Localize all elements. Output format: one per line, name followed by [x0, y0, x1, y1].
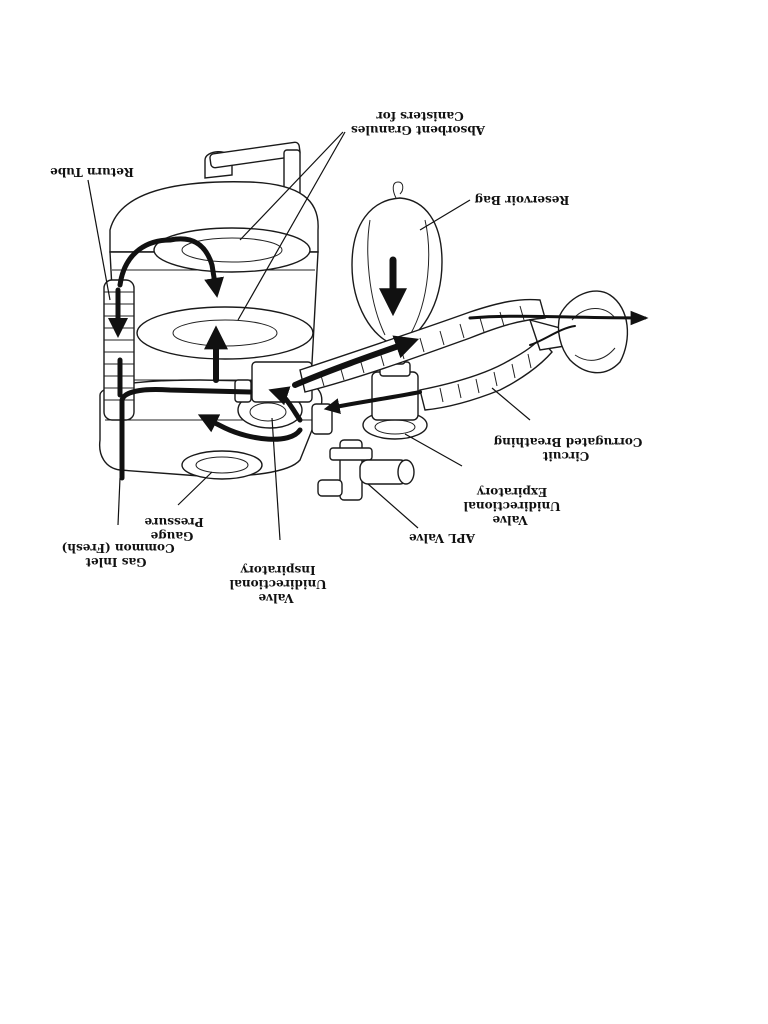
flow-arrow-fresh-gas-inlet [119, 387, 253, 481]
pressure-gauge [181, 450, 263, 480]
label-return-tube: Return Tube [50, 165, 134, 179]
label-expiratory-valve: Expiratory Unidirectional Valve [459, 485, 560, 527]
diagram-labels: Canisters for Absorbent Granules Return … [50, 109, 643, 605]
flow-arrow-base-loop [197, 414, 303, 442]
corrugated-breathing-circuit [299, 298, 566, 411]
flow-arrow-inspiratory [268, 386, 303, 423]
flow-arrow-inspiratory-limb [292, 335, 420, 388]
leader-inspiratory-valve [271, 417, 281, 541]
label-apl-valve: APL Valve [409, 531, 476, 545]
leader-breathing-circuit [491, 387, 531, 421]
label-canisters: Canisters for Absorbent Granules [351, 109, 486, 137]
lower-absorbent-canister [136, 306, 314, 360]
leader-lines [87, 131, 531, 541]
leader-canisters-2 [237, 131, 346, 321]
flow-arrow-to-patient [468, 310, 649, 326]
leader-expiratory-valve [404, 433, 463, 467]
leader-reservoir-bag [419, 199, 471, 231]
apl-valve [317, 439, 415, 501]
leader-apl-valve [367, 483, 419, 529]
leader-return-tube [87, 179, 111, 301]
label-pressure-gauge: Pressure Gauge [140, 515, 203, 543]
leader-gas-inlet [117, 477, 121, 526]
leader-pressure-gauge [177, 471, 213, 506]
label-gas-inlet: Common (Fresh) Gas Inlet [57, 541, 174, 569]
flow-arrow-expiratory-return [323, 390, 422, 414]
label-breathing-circuit: Corrugated Breathing Circuit [490, 435, 643, 463]
face-mask [557, 290, 629, 374]
leader-canisters-1 [239, 131, 344, 241]
flow-arrow-top-loop [117, 236, 224, 298]
flow-arrow-patient-return [529, 325, 576, 346]
gas-flow-arrows [108, 236, 649, 481]
label-reservoir-bag: Reservoir Bag [474, 193, 569, 207]
label-inspiratory-valve: Inspiratory Unidirectional Valve [225, 563, 326, 605]
